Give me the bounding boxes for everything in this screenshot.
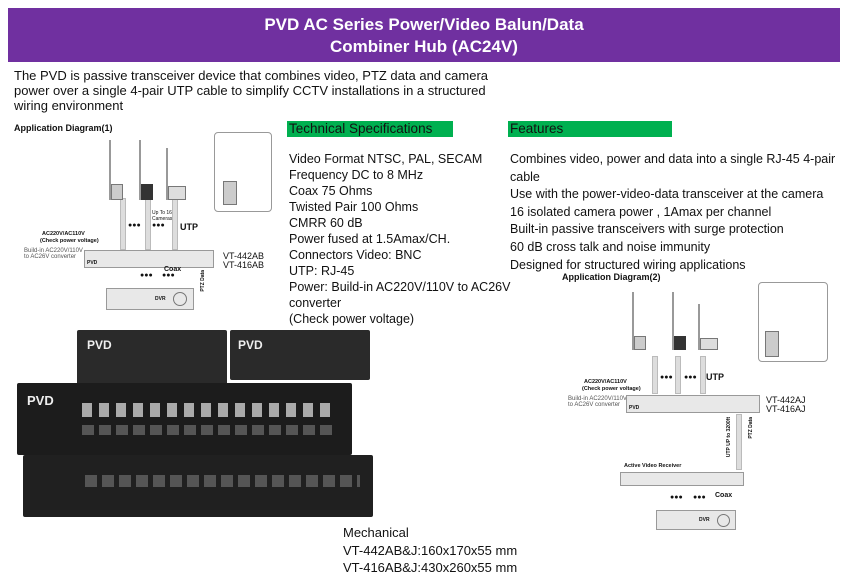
mechanical-title: Mechanical — [343, 525, 409, 540]
camera-balun-icon — [698, 304, 722, 350]
features-list: Combines video, power and data into a si… — [510, 151, 850, 274]
camera-balun-icon — [166, 148, 192, 200]
feature-item: Built-in passive transceivers with surge… — [510, 222, 784, 237]
dots: ●●● — [660, 374, 673, 381]
pvd-label: PVD — [87, 260, 98, 266]
dots: ●●● — [162, 272, 175, 279]
spec-item: Coax 75 Ohms — [289, 184, 373, 198]
diagram2-title: Application Diagram(2) — [562, 272, 661, 282]
intro-text: The PVD is passive transceiver device th… — [14, 68, 488, 113]
dvr-label: DVR — [699, 517, 710, 523]
spec-item: Frequency DC to 8 MHz — [289, 168, 424, 182]
up-arrow — [675, 356, 681, 394]
check-voltage-label: (Check power voltage) — [40, 238, 99, 244]
balun-detail-inset — [214, 132, 272, 212]
up-arrow — [700, 356, 706, 394]
model-1: VT-442AJ — [766, 395, 806, 405]
coax-label: Coax — [715, 492, 733, 499]
spec-item: Twisted Pair 100 Ohms — [289, 200, 419, 214]
tech-specs-heading: Technical Specifications — [287, 121, 453, 137]
dvr-box: DVR — [106, 288, 194, 310]
ptz-data-label: PTZ Data — [200, 270, 206, 292]
converter-line-1: Build-in AC220V/110V — [568, 396, 627, 402]
receiver-label: Active Video Receiver — [624, 463, 682, 469]
camera-balun-icon — [632, 292, 652, 350]
utp-distance-label: UTP UP to 3200ft — [726, 417, 732, 458]
mechanical-line-1: VT-442AB&J:160x170x55 mm — [343, 542, 518, 558]
features-heading: Features — [508, 121, 672, 137]
brand-label: PVD — [27, 393, 54, 408]
spec-item: Power: Build-in AC220V/110V to AC26V con… — [289, 280, 511, 310]
application-diagram-1: Application Diagram(1) ●●● ●●● Up To 16 … — [14, 120, 284, 320]
camera-balun-icon — [139, 140, 159, 200]
ac-label: AC220V/AC110V — [584, 379, 627, 385]
model-2: VT-416AB — [223, 260, 265, 270]
dots: ●●● — [128, 222, 141, 229]
diagram1-title: Application Diagram(1) — [14, 123, 113, 133]
feature-item: Use with the power-video-data transceive… — [510, 187, 824, 202]
converter-line-2: to AC26V converter — [568, 402, 621, 408]
spec-item: CMRR 60 dB — [289, 216, 363, 230]
pvd-label: PVD — [629, 405, 640, 411]
spec-item: Connectors Video: BNC — [289, 248, 422, 262]
mechanical-line-2: VT-416AB&J:430x260x55 mm — [343, 560, 518, 575]
dots: ●●● — [152, 222, 165, 229]
feature-item: Designed for structured wiring applicati… — [510, 257, 746, 272]
spec-item: UTP: RJ-45 — [289, 264, 355, 278]
utp-label: UTP — [706, 372, 724, 382]
ptz-data-label: PTZ Data — [748, 417, 754, 439]
check-voltage-label: (Check power voltage) — [582, 386, 641, 392]
hub-small-2: PVD — [230, 330, 370, 380]
hub-large-bnc: PVD — [17, 383, 352, 455]
pvd-hub: PVD — [626, 395, 760, 413]
dots: ●●● — [693, 494, 706, 501]
camera-balun-icon — [109, 140, 129, 200]
utp-label: UTP — [180, 222, 198, 232]
up-arrow — [145, 198, 151, 250]
down-arrow — [736, 414, 742, 470]
up-arrow — [652, 356, 658, 394]
spec-item: (Check power voltage) — [289, 312, 415, 326]
hub-large-rj45 — [23, 455, 373, 517]
up-arrow — [120, 198, 126, 250]
dots: ●●● — [670, 494, 683, 501]
dvr-label: DVR — [155, 296, 166, 302]
ac-label: AC220V/AC110V — [42, 231, 85, 237]
up-arrow — [172, 198, 178, 250]
converter-line-1: Build-in AC220V/110V — [24, 248, 83, 254]
feature-item: 16 isolated camera power , 1Amax per cha… — [510, 204, 772, 219]
feature-item: 60 dB cross talk and noise immunity — [510, 239, 711, 254]
up-to-cameras-label: Up To 16 Cameras — [152, 210, 173, 222]
brand-label: PVD — [238, 338, 263, 352]
tech-specs-list: Video Format NTSC, PAL, SECAM Frequency … — [289, 151, 549, 327]
title-line-2: Combiner Hub (AC24V) — [330, 37, 518, 56]
mechanical-section: Mechanical VT-442AB&J:160x170x55 mm VT-4… — [343, 524, 517, 577]
brand-label: PVD — [87, 338, 112, 352]
product-photo: PVD PVD PVD — [15, 325, 377, 520]
pvd-hub: PVD — [84, 250, 214, 268]
page-header: PVD AC Series Power/Video Balun/Data Com… — [8, 8, 840, 62]
active-video-receiver — [620, 472, 744, 486]
spec-item: Video Format NTSC, PAL, SECAM — [289, 152, 483, 166]
title-line-1: PVD AC Series Power/Video Balun/Data — [264, 15, 584, 34]
model-2: VT-416AJ — [766, 404, 806, 414]
model-1: VT-442AB — [223, 251, 265, 261]
coax-label: Coax — [164, 266, 182, 273]
balun-detail-inset — [758, 282, 828, 362]
feature-item: Combines video, power and data into a si… — [510, 152, 836, 184]
application-diagram-2: Application Diagram(2) ●●● ●●● UTP AC220… — [560, 272, 850, 537]
camera-balun-icon — [672, 292, 692, 350]
converter-line-2: to AC26V converter — [24, 254, 77, 260]
spec-item: Power fused at 1.5Amax/CH. — [289, 232, 451, 246]
hub-small-1: PVD — [77, 330, 227, 390]
dots: ●●● — [140, 272, 153, 279]
dots: ●●● — [684, 374, 697, 381]
dvr-box: DVR — [656, 510, 736, 530]
